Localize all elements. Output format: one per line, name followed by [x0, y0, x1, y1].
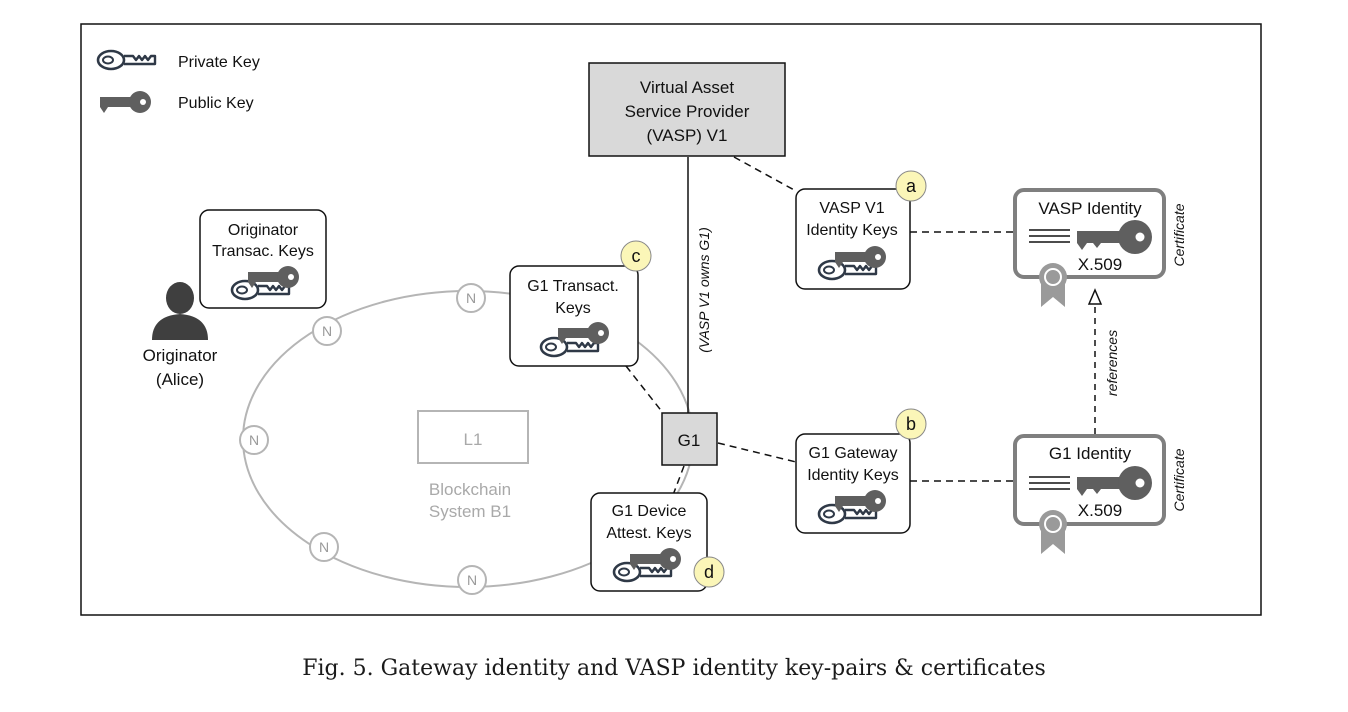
- g1-device-line1: G1 Device: [612, 503, 687, 520]
- references-label: references: [1104, 330, 1120, 396]
- cert-text-lines: [1029, 229, 1070, 243]
- gateway-box: [661, 412, 718, 466]
- figure-caption: Fig. 5. Gateway identity and VASP identi…: [302, 656, 1046, 681]
- node-lower-left: N: [309, 532, 339, 562]
- g1-gateway-keys-box: G1 Gateway Identity Keys: [795, 433, 911, 534]
- g1-to-gateway-keys: [717, 442, 797, 463]
- person-icon: [152, 282, 208, 340]
- node-left: N: [239, 425, 269, 455]
- vasp-box: [588, 62, 786, 157]
- badge-a: a: [895, 170, 927, 202]
- g1-cert-side-label: Certificate: [1171, 448, 1187, 511]
- g1-gateway-keys-line2: Identity Keys: [807, 467, 899, 484]
- badge-b-label: b: [906, 414, 916, 434]
- badge-d: d: [693, 556, 725, 588]
- originator-line2: (Alice): [156, 370, 204, 389]
- vasp-line1: Virtual Asset: [640, 78, 734, 97]
- node-label: N: [322, 323, 332, 339]
- node-top: N: [456, 283, 486, 313]
- vasp-cert-format: X.509: [1078, 255, 1122, 274]
- originator-line1: Originator: [143, 346, 218, 365]
- node-label: N: [319, 539, 329, 555]
- node-upper-left: N: [312, 316, 342, 346]
- node-label: N: [249, 432, 259, 448]
- ownership-label: (VASP V1 owns G1): [696, 227, 712, 353]
- vasp-identity-keys-line1: VASP V1: [819, 200, 884, 217]
- g1-transact-line2: Keys: [555, 300, 591, 317]
- blockchain-nodes: N N N N N: [239, 283, 487, 595]
- legend-public-key-label: Public Key: [178, 95, 254, 112]
- g1-cert-format: X.509: [1078, 501, 1122, 520]
- badge-c-label: c: [632, 246, 641, 266]
- badge-c: c: [620, 240, 652, 272]
- gateway-label: G1: [678, 431, 701, 450]
- blockchain-system-line1: Blockchain: [429, 480, 511, 499]
- references-arrowhead: [1087, 288, 1103, 305]
- legend-private-key-label: Private Key: [178, 54, 260, 71]
- g1-transact-line1: G1 Transact.: [527, 278, 619, 295]
- g1-device-keys-box: G1 Device Attest. Keys: [590, 492, 708, 592]
- ledger-box: [417, 410, 529, 464]
- node-label: N: [467, 572, 477, 588]
- transact-keys-to-g1: [625, 365, 664, 414]
- vasp-identity-keys-line2: Identity Keys: [806, 222, 898, 239]
- node-bottom: N: [457, 565, 487, 595]
- vasp-line2: Service Provider: [625, 102, 750, 121]
- node-label: N: [466, 290, 476, 306]
- originator-keys-line1: Originator: [228, 222, 299, 239]
- g1-identity-certificate: G1 Identity X.509: [1013, 434, 1166, 526]
- legend: Private Key Public Key: [96, 49, 260, 113]
- badge-b: b: [895, 408, 927, 440]
- badge-d-label: d: [704, 562, 714, 582]
- vasp-cert-title: VASP Identity: [1038, 199, 1142, 218]
- g1-to-device-keys: [672, 465, 685, 496]
- ledger-label: L1: [464, 430, 483, 449]
- cert-text-lines: [1029, 476, 1070, 490]
- originator-keys-line2: Transac. Keys: [212, 243, 314, 260]
- vasp-identity-certificate: VASP Identity X.509: [1013, 188, 1166, 279]
- vasp-identity-keys-box: VASP V1 Identity Keys: [795, 188, 911, 290]
- connectors: [625, 156, 1096, 496]
- vasp-line3: (VASP) V1: [647, 126, 728, 145]
- g1-transact-keys-box: G1 Transact. Keys: [509, 265, 639, 367]
- originator-keys-box: Originator Transac. Keys: [199, 209, 327, 309]
- badge-a-label: a: [906, 176, 917, 196]
- vasp-cert-side-label: Certificate: [1171, 203, 1187, 266]
- g1-gateway-keys-line1: G1 Gateway: [809, 445, 898, 462]
- blockchain-system-line2: System B1: [429, 502, 511, 521]
- g1-device-line2: Attest. Keys: [606, 525, 691, 542]
- g1-cert-title: G1 Identity: [1049, 444, 1132, 463]
